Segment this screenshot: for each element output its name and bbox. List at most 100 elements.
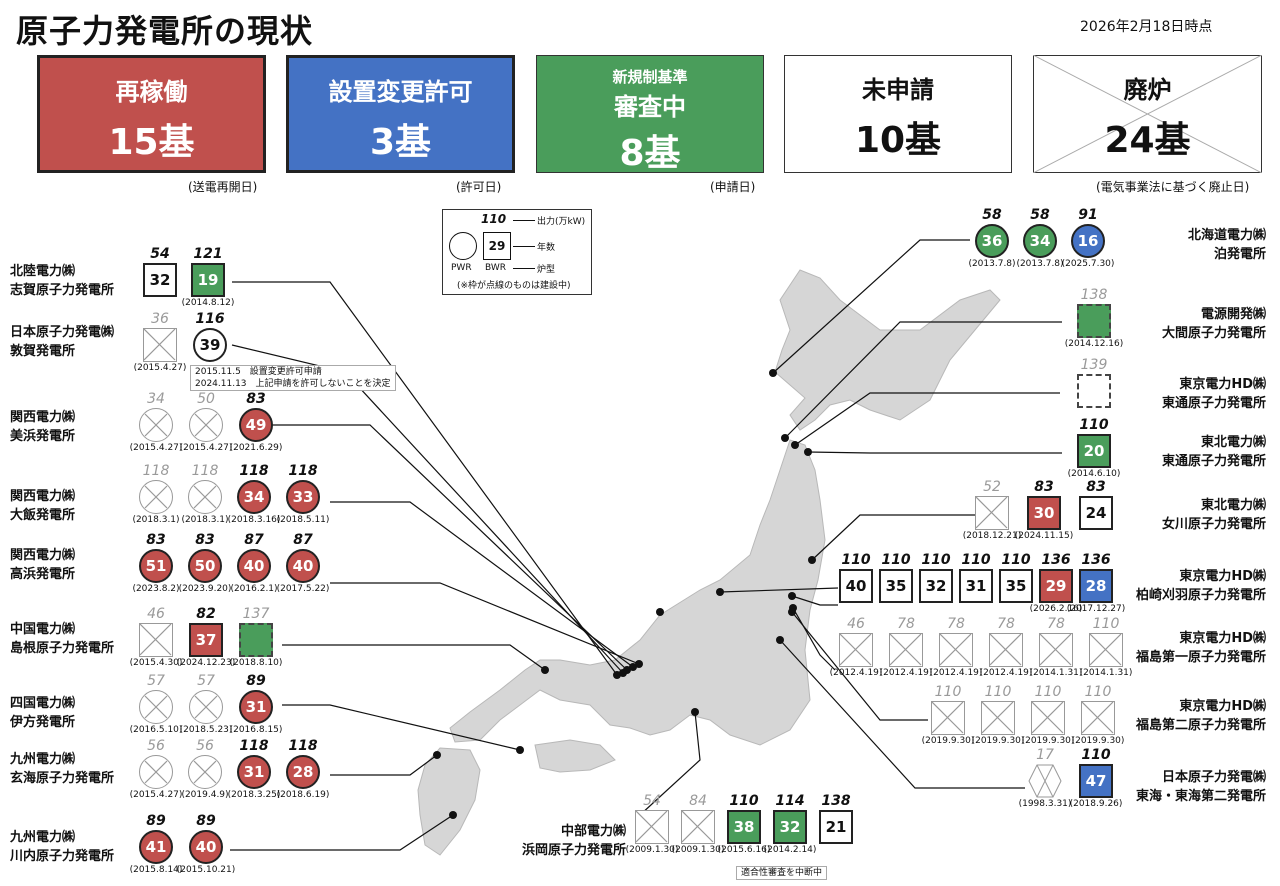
bwr-reactor-icon: 32	[143, 263, 177, 297]
unit-output: 50	[197, 391, 215, 407]
summary-not-applied: 未申請 10基	[784, 55, 1012, 173]
unit-output: 138	[1080, 287, 1108, 303]
reactor-unit: 46(2012.4.19)	[830, 615, 883, 679]
unit-age: 35	[1005, 577, 1027, 595]
reactor-unit: 137(2018.8.10)	[230, 605, 283, 669]
unit-output: 110	[1034, 684, 1062, 700]
plant-label-hamaoka: 中部電力㈱浜岡原子力発電所	[521, 824, 626, 858]
legend-output-line	[513, 220, 535, 221]
hokkaido-shape	[774, 269, 1001, 431]
summary-restarted: 再稼働 15基	[37, 55, 266, 173]
unit-output: 78	[997, 616, 1015, 632]
bwr-reactor-icon: 20	[1077, 434, 1111, 468]
hamaoka-note: 適合性審査を中断中	[736, 866, 828, 880]
legend-output-label: 出力(万kW)	[537, 217, 586, 227]
legend-bwr-shape: 29	[483, 232, 511, 260]
unit-output: 56	[147, 738, 165, 754]
unit-date: (2024.12.23)	[176, 658, 236, 668]
unit-age: 34	[1029, 232, 1051, 250]
plant-label-ohma: 電源開発㈱大間原子力発電所	[1161, 307, 1266, 341]
unit-output: 110	[921, 552, 951, 568]
plant-label-mihama: 関西電力㈱美浜発電所	[10, 410, 76, 444]
unit-date: (2015.4.27)	[133, 363, 187, 373]
bwr-reactor-icon	[635, 810, 669, 844]
unit-output: 116	[195, 311, 225, 327]
unit-date: (2017.5.22)	[276, 584, 330, 594]
pwr-reactor-icon: 39	[193, 328, 227, 362]
bwr-reactor-icon: 35	[999, 569, 1033, 603]
pwr-reactor-icon: 50	[188, 549, 222, 583]
unit-output: 36	[151, 311, 169, 327]
unit-output: 110	[729, 793, 759, 809]
unit-date: (2019.9.30)	[1021, 736, 1075, 746]
decommissioned-cross-icon	[144, 485, 168, 509]
unit-date: (2015.8.14)	[129, 865, 183, 875]
unit-output: 110	[984, 684, 1012, 700]
reactor-unit: 78(2012.4.19)	[880, 615, 933, 679]
bwr-reactor-icon: 21	[819, 810, 853, 844]
bwr-reactor-icon	[143, 328, 177, 362]
pwr-reactor-icon: 40	[286, 549, 320, 583]
unit-output: 110	[1001, 552, 1031, 568]
bwr-reactor-icon: 40	[839, 569, 873, 603]
bwr-reactor-icon	[1031, 701, 1065, 735]
unit-date: (2018.6.19)	[276, 790, 330, 800]
pwr-reactor-icon: 31	[237, 755, 271, 789]
bwr-reactor-icon	[1089, 633, 1123, 667]
reactor-unit: 110(2014.1.31)	[1080, 615, 1133, 679]
unit-age: 40	[845, 577, 867, 595]
pwr-reactor-icon: 51	[139, 549, 173, 583]
unit-date: (2014.2.14)	[763, 845, 817, 855]
unit-age: 31	[243, 763, 265, 781]
unit-output: 136	[1081, 552, 1111, 568]
reactor-unit: 52(2018.12.21)	[963, 478, 1022, 542]
unit-age: 32	[149, 271, 171, 289]
unit-output: 89	[196, 813, 216, 829]
summary-permitted: 設置変更許可 3基	[286, 55, 515, 173]
unit-date: (2016.2.1)	[230, 584, 278, 594]
unit-date: (2021.6.29)	[229, 443, 283, 453]
unit-output: 82	[196, 606, 216, 622]
unit-output: 89	[146, 813, 166, 829]
bwr-reactor-icon: 35	[879, 569, 913, 603]
unit-date: (2018.3.1)	[181, 515, 229, 525]
reactor-unit: 139	[1074, 356, 1114, 420]
pwr-reactor-icon	[139, 480, 173, 514]
decommissioned-cross-icon	[682, 811, 714, 843]
plant-label-ikata: 四国電力㈱伊方発電所	[10, 696, 76, 730]
bwr-reactor-icon: 30	[1027, 496, 1061, 530]
unit-age: 31	[245, 698, 267, 716]
reactor-unit: 118(2018.3.1)	[132, 462, 179, 526]
reactor-unit: 78(2012.4.19)	[930, 615, 983, 679]
plant-label-fukushima1: 東京電力HD㈱福島第一原子力発電所	[1135, 631, 1266, 665]
unit-date: (2012.4.19)	[879, 668, 933, 678]
legend-bwr-label: BWR	[485, 263, 507, 273]
plant-label-ohi: 関西電力㈱大飯発電所	[10, 489, 76, 523]
decommissioned-cross-icon	[144, 760, 168, 784]
summary-under-review-note: (申請日)	[710, 180, 756, 194]
unit-age: 40	[292, 557, 314, 575]
pwr-reactor-icon	[189, 408, 223, 442]
unit-date: (2018.3.1)	[132, 515, 180, 525]
decommissioned-cross-icon	[976, 497, 1008, 529]
unit-date: (2019.9.30)	[1071, 736, 1125, 746]
decommissioned-cross-icon	[636, 811, 668, 843]
reactor-unit: 46(2015.4.30)	[130, 605, 183, 669]
unit-date: (2018.9.26)	[1069, 799, 1123, 809]
pwr-reactor-icon: 34	[237, 480, 271, 514]
unit-output: 58	[1030, 207, 1050, 223]
unit-age: 32	[779, 818, 801, 836]
unit-date: (2014.1.31)	[1079, 668, 1133, 678]
unit-age: 34	[243, 488, 265, 506]
unit-date: (2016.5.10)	[129, 725, 183, 735]
summary-under-review: 新規制基準 審査中 8基	[536, 55, 764, 174]
unit-date: (2016.8.15)	[229, 725, 283, 735]
